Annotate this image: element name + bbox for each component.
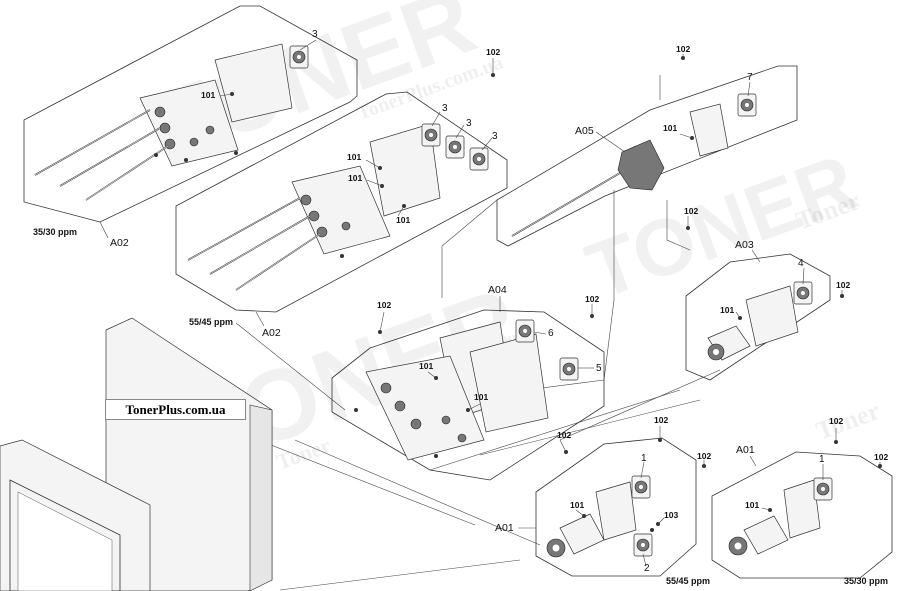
motor-3-a02-mid-3 bbox=[469, 147, 489, 171]
frame-a02-mid bbox=[175, 91, 508, 313]
callout-a03-screw: 101 bbox=[720, 305, 734, 315]
callout-a03-bolt: 102 bbox=[836, 280, 850, 290]
speed-a02-mid: 55/45 ppm bbox=[189, 317, 233, 327]
bracket-a05 bbox=[689, 103, 729, 157]
main-frame-plates bbox=[0, 317, 273, 591]
gears-a04 bbox=[380, 382, 467, 443]
group-label-a02-top: A02 bbox=[110, 237, 129, 249]
callout-a01r-bolt-left: 102 bbox=[829, 416, 843, 426]
bracket-a01-right bbox=[783, 479, 821, 539]
callout-a04-bolt-left: 102 bbox=[377, 300, 391, 310]
motor-2-a01-left bbox=[633, 533, 653, 557]
motor-1-a01-right bbox=[813, 477, 833, 501]
group-a02-mid: 3 3 3 101 101 101 102 A02 55/45 ppm bbox=[175, 47, 508, 339]
callout-a01r-bolt-right: 102 bbox=[874, 452, 888, 462]
speed-a02-top: 35/30 ppm bbox=[33, 227, 77, 237]
group-a02-top: 3 101 A02 35/30 ppm bbox=[23, 5, 358, 249]
callout-a05-motor: 7 bbox=[747, 72, 753, 83]
callout-a02-mid-bolt: 102 bbox=[486, 47, 500, 57]
callout-a02-mid-screw-1: 101 bbox=[347, 152, 361, 162]
callout-a04-motor-6: 6 bbox=[548, 328, 554, 339]
speed-a01-left: 55/45 ppm bbox=[666, 576, 710, 586]
motor-3-a02-top bbox=[289, 45, 309, 69]
motor-3-a02-mid-2 bbox=[445, 135, 465, 159]
callout-a02-mid-screw-3: 101 bbox=[396, 215, 410, 225]
callout-a01r-screw: 101 bbox=[745, 500, 759, 510]
group-a01-left: 102 102 1 101 103 2 A01 55/45 ppm bbox=[495, 415, 711, 586]
drive-block-a04 bbox=[365, 355, 485, 461]
callout-a01l-part-103: 103 bbox=[664, 510, 678, 520]
callout-a03-motor: 4 bbox=[798, 258, 804, 269]
frame-a05 bbox=[496, 65, 798, 247]
group-label-a05: A05 bbox=[575, 125, 594, 137]
callout-a04-screw-1: 101 bbox=[419, 361, 433, 371]
callout-a05-bolt-bottom: 102 bbox=[684, 206, 698, 216]
drive-block-a02-top bbox=[139, 79, 239, 167]
callout-a01l-motor-1: 1 bbox=[641, 453, 647, 464]
callout-a05-screw: 101 bbox=[663, 123, 677, 133]
group-label-a01-right: A01 bbox=[736, 444, 755, 456]
group-label-a03: A03 bbox=[735, 239, 754, 251]
group-a04: 102 102 6 5 101 101 102 A04 bbox=[331, 284, 605, 481]
motor-4-a03 bbox=[793, 281, 813, 305]
motor-6-a04 bbox=[515, 319, 535, 343]
drive-block-a02-mid bbox=[291, 165, 391, 255]
motor-3-a02-mid-1 bbox=[421, 123, 441, 147]
callout-a01l-screw: 101 bbox=[570, 500, 584, 510]
shafts-a02-top bbox=[34, 109, 169, 201]
callout-a02-mid-screw-2: 101 bbox=[348, 173, 362, 183]
callout-a01r-motor-1: 1 bbox=[819, 454, 825, 465]
frame-a01-right bbox=[711, 451, 893, 579]
callout-a04-bolt-bottom: 102 bbox=[557, 430, 571, 440]
callout-a02-top-motor: 3 bbox=[312, 29, 318, 40]
speed-a01-right: 35/30 ppm bbox=[844, 576, 888, 586]
callout-a02-mid-motor-1: 3 bbox=[442, 103, 448, 114]
frame-a03 bbox=[685, 253, 831, 381]
frame-a04 bbox=[331, 309, 605, 481]
side-plate-a04-front bbox=[469, 333, 549, 433]
group-a01-right: 102 102 1 101 A01 35/30 ppm bbox=[711, 416, 893, 586]
brand-label: TonerPlus.com.ua bbox=[105, 399, 246, 420]
group-a03: 4 102 101 A03 bbox=[685, 239, 850, 381]
motor-1-a01-left bbox=[631, 475, 651, 499]
clutch-a01-left bbox=[559, 513, 605, 555]
callout-a01l-motor-2: 2 bbox=[644, 563, 650, 574]
callout-a01l-bolt-right: 102 bbox=[697, 451, 711, 461]
motor-5-a04 bbox=[559, 357, 579, 381]
callout-a05-bolt-top: 102 bbox=[676, 44, 690, 54]
callout-a04-screw-2: 101 bbox=[474, 392, 488, 402]
callout-a01l-bolt-left: 102 bbox=[654, 415, 668, 425]
shafts-a02-mid bbox=[187, 197, 321, 291]
group-label-a04: A04 bbox=[488, 284, 507, 296]
callout-a04-bolt-right: 102 bbox=[585, 294, 599, 304]
watermark-small-2: Toner bbox=[812, 396, 883, 446]
bracket-a03 bbox=[745, 285, 799, 347]
group-a05: 102 7 101 102 A05 bbox=[496, 44, 798, 247]
gears-a02-mid bbox=[300, 194, 351, 238]
group-label-a02-mid: A02 bbox=[262, 327, 281, 339]
clutch-a01-right bbox=[743, 515, 789, 555]
drive-unit-a05 bbox=[617, 139, 665, 191]
group-label-a01-left: A01 bbox=[495, 522, 514, 534]
callout-a04-motor-5: 5 bbox=[596, 363, 602, 374]
frame-a01-left bbox=[535, 437, 697, 577]
side-plate-a02-mid bbox=[369, 123, 441, 217]
frame-a02-top bbox=[23, 5, 358, 223]
side-plate-a02-top bbox=[214, 43, 293, 123]
callout-a02-mid-motor-3: 3 bbox=[492, 131, 498, 142]
bracket-a01-left bbox=[595, 481, 637, 541]
callout-a02-mid-motor-2: 3 bbox=[466, 118, 472, 129]
motor-7-a05 bbox=[737, 93, 757, 117]
callout-a02-top-screw: 101 bbox=[201, 90, 215, 100]
